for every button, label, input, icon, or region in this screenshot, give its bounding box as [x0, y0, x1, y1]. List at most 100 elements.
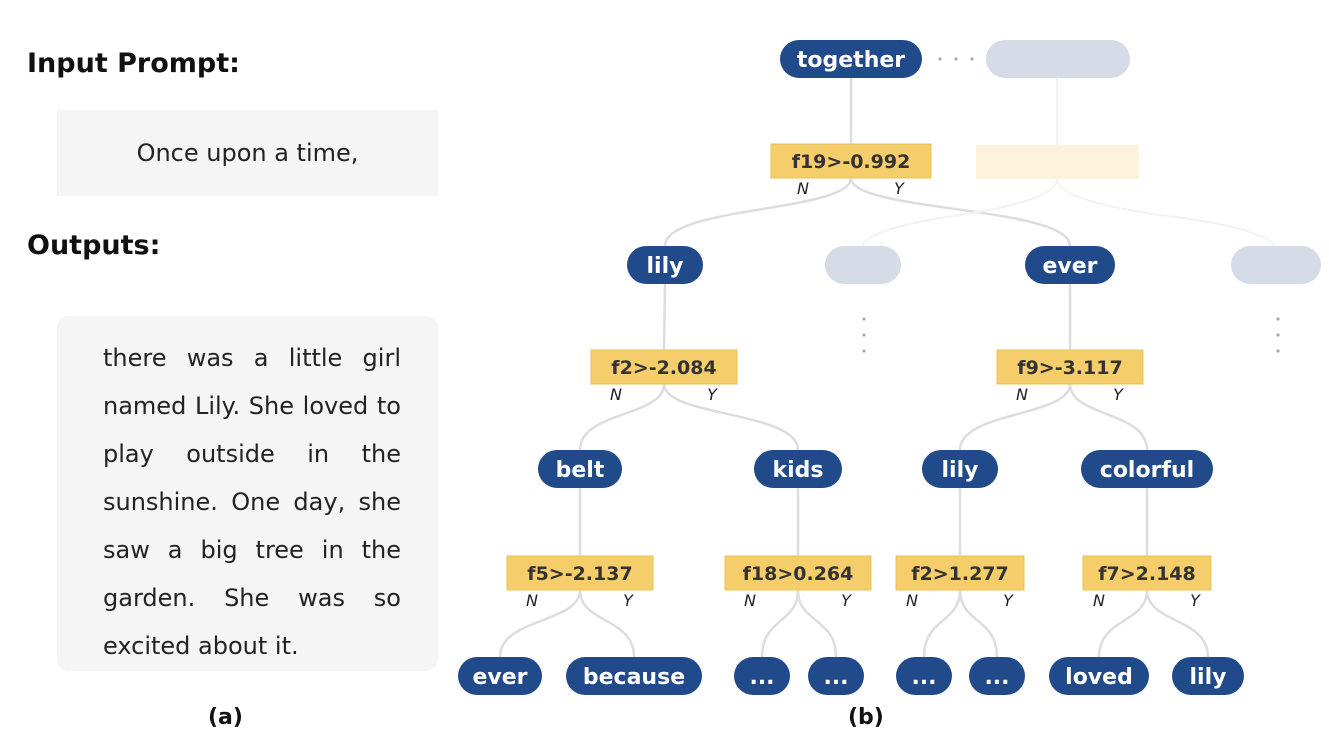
- split-box: [996, 349, 1144, 385]
- token-node: [754, 450, 842, 488]
- input-prompt-text: Once upon a time,: [136, 139, 359, 167]
- token-label: loved: [1065, 665, 1133, 690]
- faded-node: [986, 40, 1130, 78]
- split-label: f19>-0.992: [792, 151, 911, 173]
- token-label: lily: [1190, 665, 1227, 690]
- branch-yes-label: Y: [707, 385, 718, 404]
- token-node: [1081, 450, 1213, 488]
- branch-no-label: N: [1016, 385, 1028, 404]
- faded-split: [976, 145, 1139, 179]
- tree-edge: [1068, 383, 1149, 451]
- split-box: [895, 555, 1025, 591]
- branch-yes-label: Y: [1190, 591, 1201, 610]
- ellipsis-dot-icon: [1276, 349, 1280, 353]
- token-node: [1049, 657, 1149, 695]
- split-label: f18>0.264: [743, 563, 854, 585]
- branch-no-label: N: [526, 591, 538, 610]
- token-label: ...: [749, 665, 774, 690]
- faded-branches: [825, 40, 1321, 353]
- split-box: [724, 555, 872, 591]
- tree-edge: [1097, 589, 1149, 658]
- branch-no-label: N: [797, 179, 809, 198]
- ellipsis-dot-icon: [1276, 317, 1280, 321]
- branch-yes-label: Y: [623, 591, 634, 610]
- branch-yes-label: Y: [894, 179, 905, 198]
- tree-edge: [662, 383, 800, 451]
- tree-edges: [498, 78, 1210, 658]
- ellipsis-dot-icon: [954, 57, 958, 61]
- token-label: lily: [942, 458, 979, 483]
- faded-edge: [861, 178, 1058, 247]
- split-label: f7>2.148: [1098, 563, 1196, 585]
- tree-edge: [958, 383, 1072, 451]
- branch-no-label: N: [906, 591, 918, 610]
- ellipsis-dot-icon: [970, 57, 974, 61]
- caption-b: (b): [848, 705, 884, 730]
- tree-edge: [922, 589, 962, 658]
- token-label: ...: [823, 665, 848, 690]
- ellipsis-dot-icon: [938, 57, 942, 61]
- token-node: [922, 450, 998, 488]
- branch-yes-label: Y: [841, 591, 852, 610]
- split-box: [1082, 555, 1212, 591]
- input-prompt-box: Once upon a time,: [57, 110, 438, 196]
- token-label: colorful: [1100, 458, 1194, 483]
- branch-no-label: N: [610, 385, 622, 404]
- branch-labels: N Y N Y N Y N Y N Y N Y N Y: [526, 179, 1201, 610]
- split-label: f2>-2.084: [611, 357, 716, 379]
- token-label: ...: [984, 665, 1009, 690]
- split-box: [590, 349, 738, 385]
- token-node: [566, 657, 702, 695]
- token-label: because: [583, 665, 685, 690]
- caption-a: (a): [208, 705, 243, 730]
- branch-yes-label: Y: [1113, 385, 1124, 404]
- tree-edge: [796, 589, 838, 658]
- output-text: there was a little girl named Lily. She …: [103, 344, 401, 660]
- tree-edge: [578, 589, 636, 658]
- input-prompt-heading: Input Prompt:: [27, 48, 240, 79]
- token-node: [808, 657, 864, 695]
- token-node: [538, 450, 622, 488]
- token-node: [969, 657, 1025, 695]
- token-node: [734, 657, 790, 695]
- split-label: f5>-2.137: [527, 563, 632, 585]
- ellipsis-dot-icon: [862, 349, 866, 353]
- ellipsis-dot-icon: [862, 333, 866, 337]
- tree-edge: [662, 283, 667, 351]
- token-node: [627, 246, 703, 284]
- branch-no-label: N: [1093, 591, 1105, 610]
- token-node: [896, 657, 952, 695]
- token-label: ever: [1042, 254, 1097, 279]
- token-node: [1025, 246, 1115, 284]
- split-box: [506, 555, 654, 591]
- outputs-heading: Outputs:: [27, 230, 161, 261]
- token-label: belt: [556, 458, 605, 483]
- tree-edge: [1145, 589, 1210, 658]
- token-nodes: together lily ever belt kids lily colorful ever…: [458, 40, 1244, 695]
- tree-edge: [958, 589, 999, 658]
- tree-edge: [663, 177, 853, 247]
- branch-no-label: N: [744, 591, 756, 610]
- tree-edge: [578, 383, 666, 451]
- token-node: [780, 40, 922, 78]
- ellipsis-dot-icon: [1276, 333, 1280, 337]
- branch-yes-label: Y: [1003, 591, 1014, 610]
- tree-edge: [849, 177, 1072, 247]
- token-node: [1172, 657, 1244, 695]
- ellipsis-dot-icon: [862, 317, 866, 321]
- split-box: [770, 143, 932, 179]
- output-box: there was a little girl named Lily. She …: [57, 316, 438, 671]
- split-label: f2>1.277: [911, 563, 1009, 585]
- faded-node: [1231, 246, 1321, 284]
- token-label: ever: [472, 665, 527, 690]
- faded-edge: [1056, 178, 1275, 247]
- token-label: ...: [911, 665, 936, 690]
- token-label: kids: [772, 458, 823, 483]
- faded-node: [825, 246, 901, 284]
- token-node: [458, 657, 542, 695]
- token-label: together: [797, 48, 905, 73]
- tree-edge: [498, 589, 582, 658]
- token-label: lily: [647, 254, 684, 279]
